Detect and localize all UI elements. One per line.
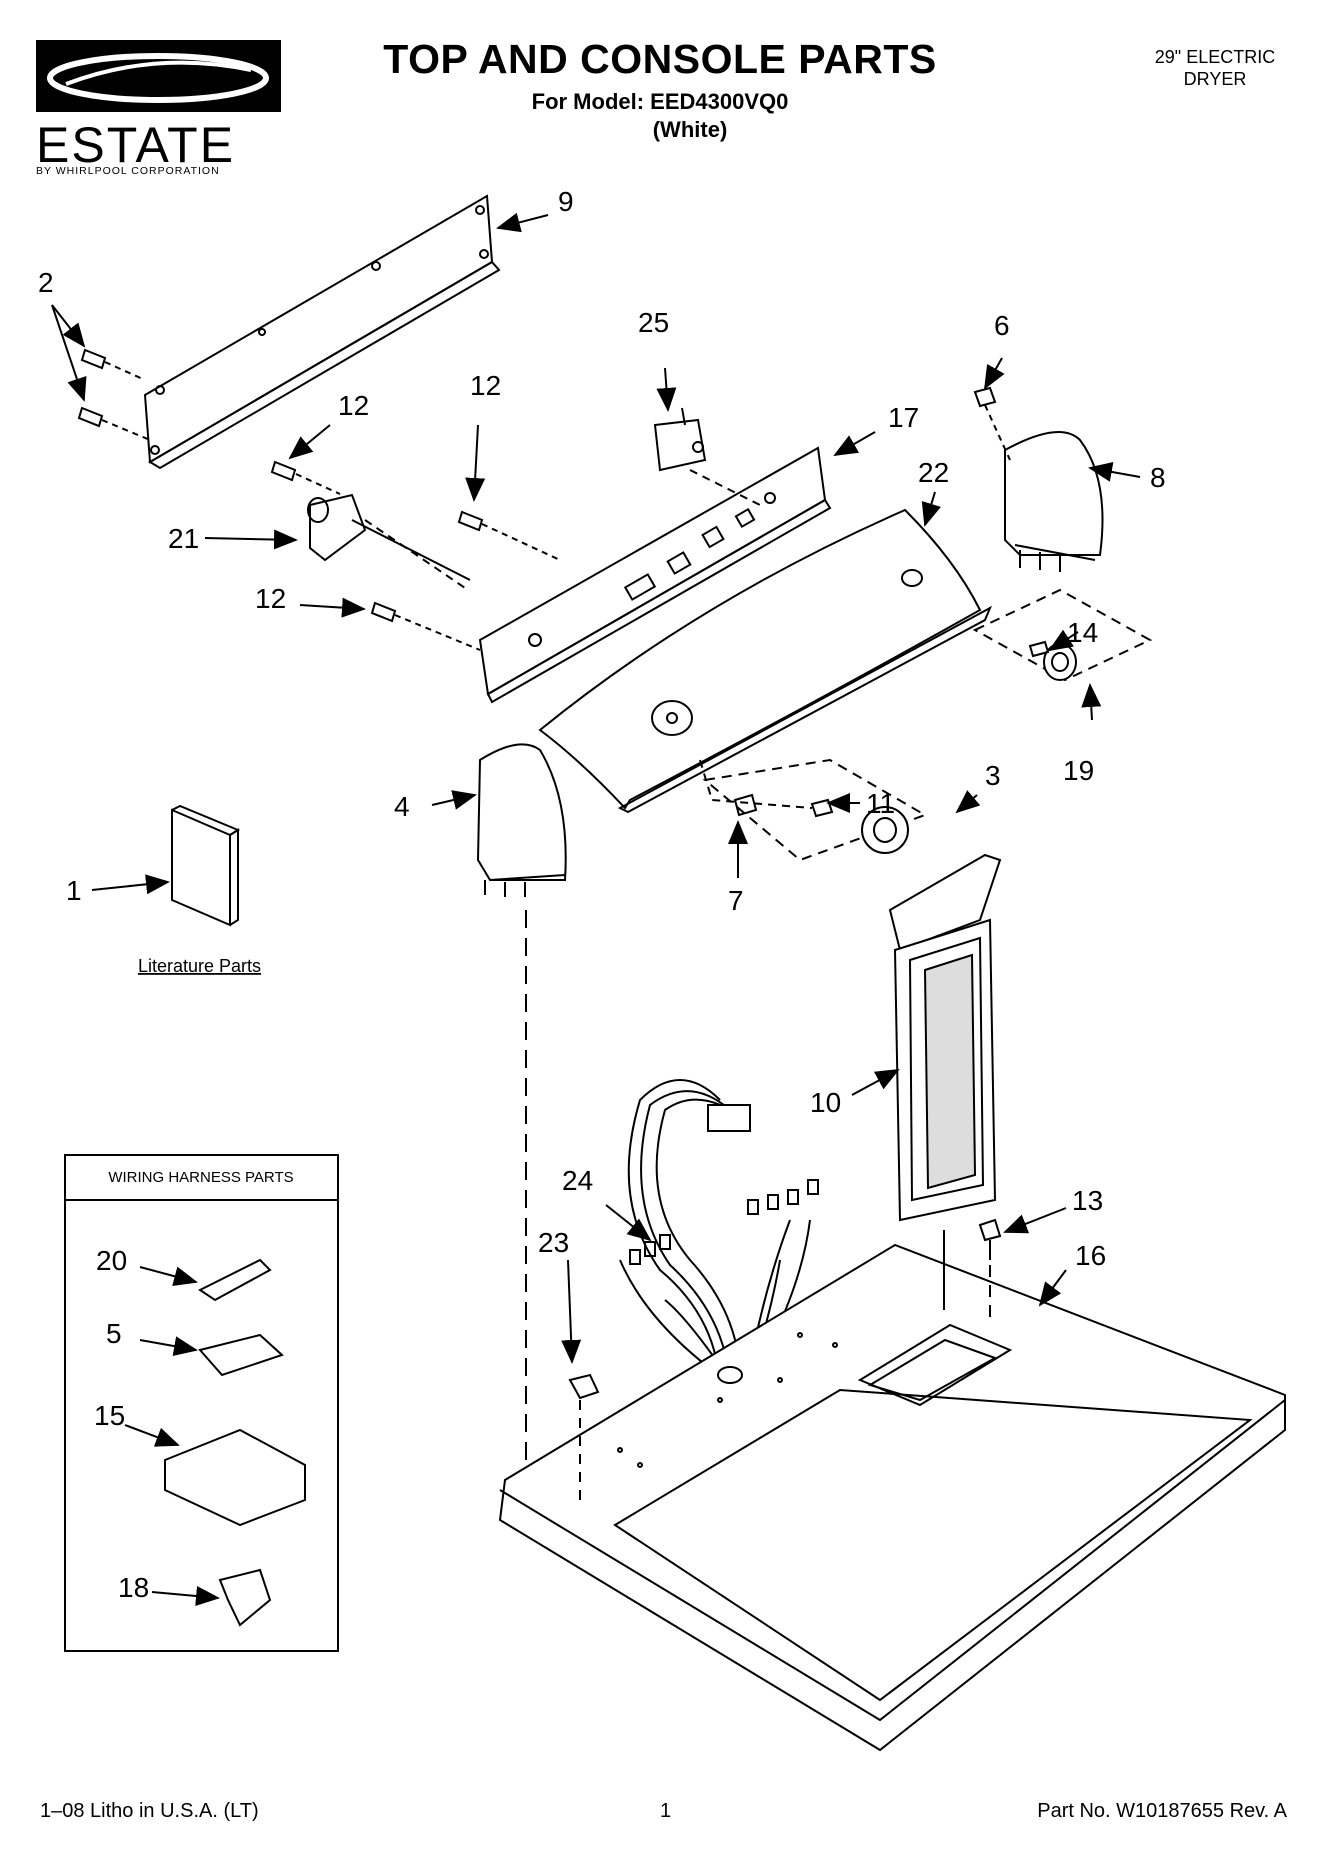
callout-24: 24: [562, 1165, 593, 1196]
product-line-2: DRYER: [1183, 69, 1247, 89]
brand-subtitle: BY WHIRLPOOL CORPORATION: [36, 165, 220, 177]
screw-part-7: [733, 793, 758, 817]
endcap-right-part-8: [1004, 431, 1104, 572]
screw-part-12: [270, 460, 561, 651]
screw-part-6: [973, 386, 1011, 461]
callout-10: 10: [810, 1087, 841, 1118]
knob-part-19: [972, 588, 1153, 682]
callout-5: 5: [106, 1318, 122, 1349]
console-part-22: [538, 508, 993, 814]
callout-1: 1: [66, 875, 82, 906]
callout-25: 25: [638, 307, 669, 338]
callout-2: 2: [38, 267, 54, 298]
terminal-part-20: [198, 1258, 272, 1302]
callout-15: 15: [94, 1400, 125, 1431]
callout-12-a: 12: [338, 390, 369, 421]
model-info: For Model: EED4300VQ0 (White): [420, 88, 900, 144]
page-title: TOP AND CONSOLE PARTS: [383, 36, 937, 82]
footer-page-number: 1: [660, 1800, 672, 1822]
literature-part-1: [171, 804, 241, 927]
literature-parts-label: Literature Parts: [138, 956, 261, 976]
callout-12-c: 12: [255, 583, 286, 614]
callout-19: 19: [1063, 755, 1094, 786]
callout-21: 21: [168, 523, 199, 554]
screw-part-2: [77, 348, 151, 441]
footer-part-number: Part No. W10187655 Rev. A: [1037, 1800, 1287, 1822]
color-line: (White): [652, 117, 728, 142]
control-bracket-part-17: [478, 446, 832, 704]
callout-3: 3: [985, 760, 1001, 791]
callout-17: 17: [888, 402, 919, 433]
product-line-1: 29" ELECTRIC: [1154, 47, 1276, 67]
callout-13: 13: [1072, 1185, 1103, 1216]
wiring-box-title: WIRING HARNESS PARTS: [108, 1169, 293, 1186]
callout-6: 6: [994, 310, 1010, 341]
console-rear-panel: [143, 194, 501, 470]
top-panel-part-16: [498, 1243, 1286, 1752]
lint-screen-part-10: [888, 853, 1002, 1222]
callout-4: 4: [394, 791, 410, 822]
wiring-harness-box: WIRING HARNESS PARTS: [64, 1154, 339, 1652]
connector-part-5: [198, 1333, 284, 1377]
model-line: For Model: EED4300VQ0: [531, 89, 789, 114]
estate-logo: ESTATE BY WHIRLPOOL CORPORATION: [36, 40, 281, 177]
callout-12-b: 12: [470, 370, 501, 401]
callout-16: 16: [1075, 1240, 1106, 1271]
brand-name: ESTATE: [36, 117, 236, 173]
callout-20: 20: [96, 1245, 127, 1276]
endcap-left-part-4: [476, 743, 567, 897]
timer-switch-part-21: [307, 493, 471, 591]
estate-swoosh-icon: [36, 40, 281, 112]
footer-litho: 1–08 Litho in U.S.A. (LT): [40, 1800, 259, 1822]
clip-part-23: [568, 1373, 600, 1400]
connector-part-15: [164, 1428, 306, 1527]
screw-part-13: [978, 1218, 1002, 1260]
callout-8: 8: [1150, 462, 1166, 493]
callout-7: 7: [728, 885, 744, 916]
knob-part-3: [699, 758, 928, 862]
product-type: 29" ELECTRIC DRYER: [1110, 46, 1320, 90]
callout-18: 18: [118, 1572, 149, 1603]
clip-part-18: [218, 1568, 272, 1627]
switch-part-25: [653, 407, 707, 472]
callout-22: 22: [918, 457, 949, 488]
callout-9: 9: [558, 186, 574, 217]
callout-14: 14: [1067, 617, 1098, 648]
callout-23: 23: [538, 1227, 569, 1258]
callout-11: 11: [866, 788, 895, 819]
